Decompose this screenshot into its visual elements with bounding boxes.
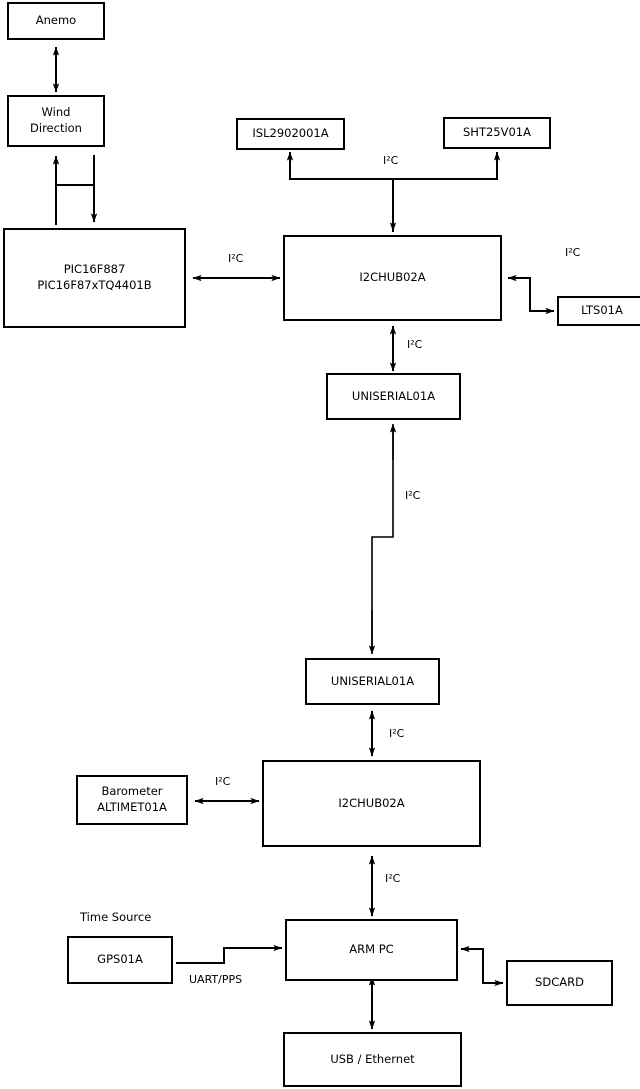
node-i2chub02a-bottom[interactable]: I2CHUB02A [262,760,481,847]
edge-label-i2c-hub-uniserial: I²C [407,338,423,351]
edge-label-uart-pps: UART/PPS [189,973,243,986]
node-sht25v01a[interactable]: SHT25V01A [443,117,551,149]
edge-label-i2c-long-link: I²C [405,489,421,502]
edge-label-i2c-uniserial-hub: I²C [389,727,405,740]
wire-hub-top-lts [507,274,555,315]
edge-label-i2c-barometer: I²C [215,775,231,788]
wire-pic-wind [52,155,98,225]
node-arm-pc[interactable]: ARM PC [285,919,458,981]
edge-label-i2c-hub-armpc: I²C [385,872,401,885]
edge-label-i2c-sensors: I²C [383,154,399,167]
label-time-source: Time Source [80,910,152,924]
node-uniserial01a-top[interactable]: UNISERIAL01A [326,373,461,420]
wire-uniserial-uniserial [368,423,397,655]
node-pic-mcu[interactable]: PIC16F887 PIC16F87xTQ4401B [3,228,186,328]
wire-armpc-sdcard [460,945,504,987]
node-sdcard[interactable]: SDCARD [506,960,613,1006]
wire-gps-armpc [176,944,283,964]
node-i2chub02a-top[interactable]: I2CHUB02A [283,235,502,321]
node-barometer-altimet01a[interactable]: Barometer ALTIMET01A [76,775,188,825]
edge-label-i2c-lts: I²C [565,246,581,259]
node-uniserial01a-bottom[interactable]: UNISERIAL01A [305,658,440,705]
node-gps01a[interactable]: GPS01A [67,936,173,984]
node-isl2902001a[interactable]: ISL2902001A [236,118,345,150]
node-anemo[interactable]: Anemo [7,2,105,40]
node-usb-ethernet[interactable]: USB / Ethernet [283,1032,462,1087]
node-lts01a[interactable]: LTS01A [557,296,640,326]
edge-label-i2c-pic-hub: I²C [228,252,244,265]
node-wind-direction[interactable]: Wind Direction [7,95,105,147]
